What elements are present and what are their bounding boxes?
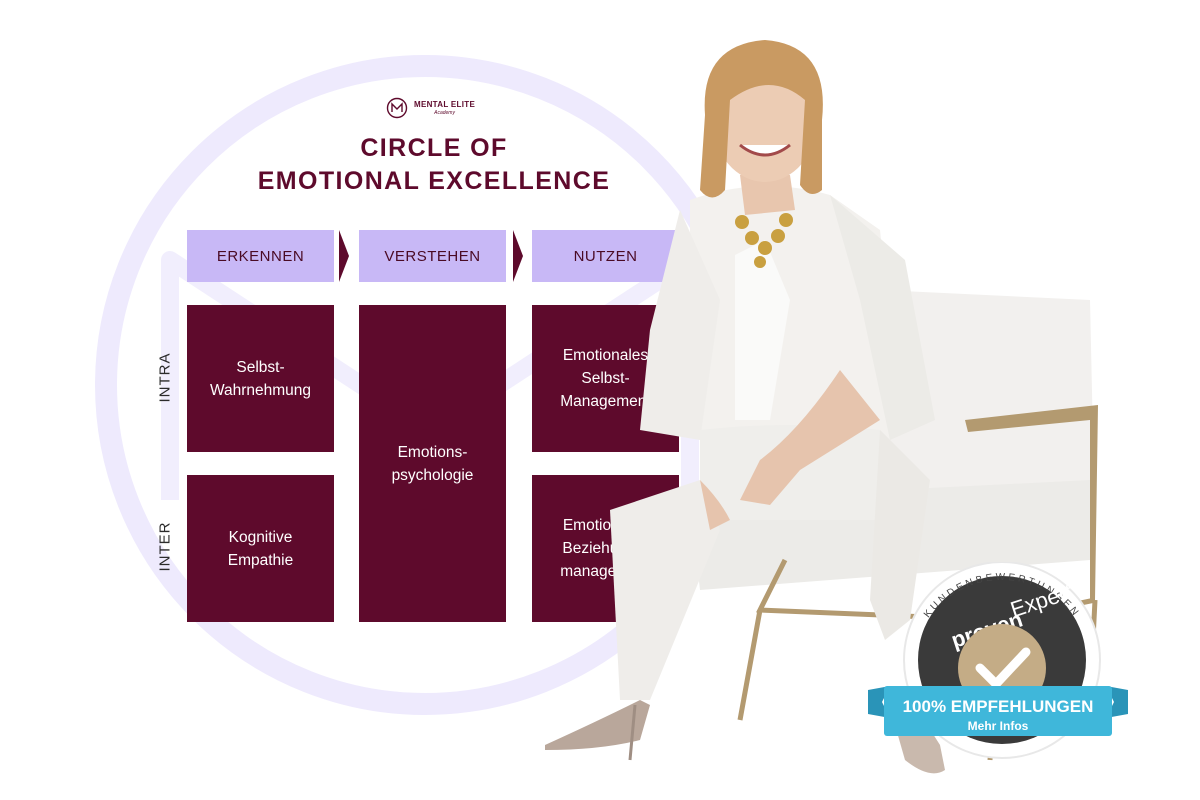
brand-logo: MENTAL ELITE Academy	[386, 97, 475, 119]
cell-verstehen: Emotions- psychologie	[359, 305, 506, 622]
badge-ribbon-sub[interactable]: Mehr Infos	[968, 719, 1029, 733]
logo-subtitle: Academy	[434, 109, 455, 116]
title-line-2: EMOTIONAL EXCELLENCE	[257, 167, 611, 195]
arrow-right-icon	[339, 230, 349, 282]
row-label-inter: INTER	[156, 521, 174, 572]
header-verstehen: VERSTEHEN	[359, 230, 506, 282]
badge-ribbon-main: 100% EMPFEHLUNGEN	[903, 697, 1094, 716]
row-label-intra: INTRA	[156, 352, 174, 403]
header-erkennen: ERKENNEN	[187, 230, 334, 282]
diagram-title: CIRCLE OF EMOTIONAL EXCELLENCE	[200, 132, 668, 198]
logo-monogram-icon	[386, 97, 408, 119]
title-line-1: CIRCLE OF	[360, 134, 508, 162]
logo-name: MENTAL ELITE	[414, 99, 476, 109]
cell-inter-erkennen: Kognitive Empathie	[187, 475, 334, 622]
header-nutzen: NUTZEN	[532, 230, 679, 282]
cell-intra-erkennen: Selbst- Wahrnehmung	[187, 305, 334, 452]
proven-expert-badge[interactable]: KUNDENBEWERTUNGEN proven Expert 100% EMP…	[864, 562, 1132, 772]
checkmark-icon	[975, 647, 1031, 689]
arrow-right-icon	[513, 230, 523, 282]
